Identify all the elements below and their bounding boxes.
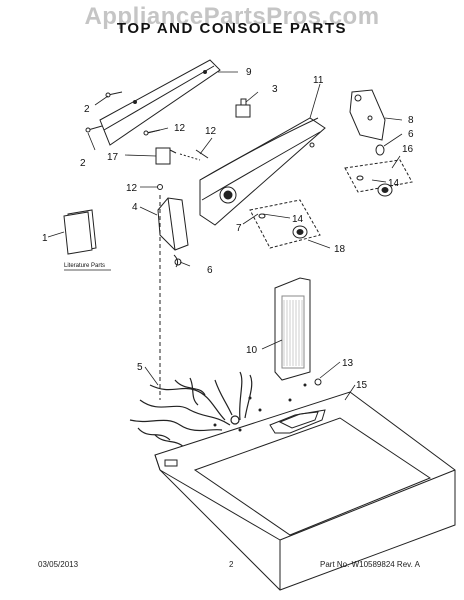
- callout-8: 8: [408, 115, 414, 126]
- lint-screen-part: [274, 277, 311, 381]
- console-panel-part: [199, 117, 326, 226]
- console-bracket-part: [99, 59, 221, 146]
- callout-14: 14: [292, 214, 304, 225]
- watermark: AppliancePartsPros.com: [84, 3, 380, 30]
- callout-12: 12: [126, 183, 138, 194]
- top-panel-part: [154, 378, 456, 591]
- knob-set-part: [344, 159, 413, 197]
- screw-part: [85, 91, 123, 133]
- callout-12: 12: [205, 126, 217, 137]
- callout-16: 16: [402, 144, 414, 155]
- clip-part: [155, 147, 201, 165]
- callout-6: 6: [408, 129, 414, 140]
- callout-12: 12: [174, 123, 186, 134]
- knob-kit-part: [249, 199, 321, 249]
- callout-18: 18: [334, 244, 346, 255]
- diagram-title: TOP AND CONSOLE PARTS: [116, 20, 348, 37]
- callout-7: 7: [236, 223, 242, 234]
- end-cap-part: [157, 197, 189, 268]
- callout-11: 11: [313, 75, 324, 86]
- callout-5: 5: [137, 362, 143, 373]
- callout-6: 6: [207, 265, 213, 276]
- callout-2: 2: [84, 104, 90, 115]
- footer-date: 03/05/2013: [38, 560, 79, 569]
- literature-part: [63, 209, 97, 255]
- callout-4: 4: [132, 202, 138, 213]
- callout-14: 14: [388, 178, 400, 189]
- callout-3: 3: [272, 84, 278, 95]
- callout-17: 17: [107, 152, 119, 163]
- footer-page-number: 2: [229, 560, 234, 569]
- screw-part: [143, 129, 209, 190]
- callout-1: 1: [42, 233, 48, 244]
- callout-2: 2: [80, 158, 86, 169]
- leader-lines: [47, 71, 403, 401]
- callout-13: 13: [342, 358, 354, 369]
- wire-harness-part: [129, 371, 253, 449]
- callout-15: 15: [356, 380, 368, 391]
- callout-9: 9: [246, 67, 252, 78]
- footer-part-number: Part No. W10589824 Rev. A: [320, 560, 420, 569]
- literature-label: Literature Parts: [64, 263, 105, 269]
- timer-bracket-part: [349, 89, 386, 156]
- switch-part: [235, 98, 251, 118]
- callout-10: 10: [246, 345, 258, 356]
